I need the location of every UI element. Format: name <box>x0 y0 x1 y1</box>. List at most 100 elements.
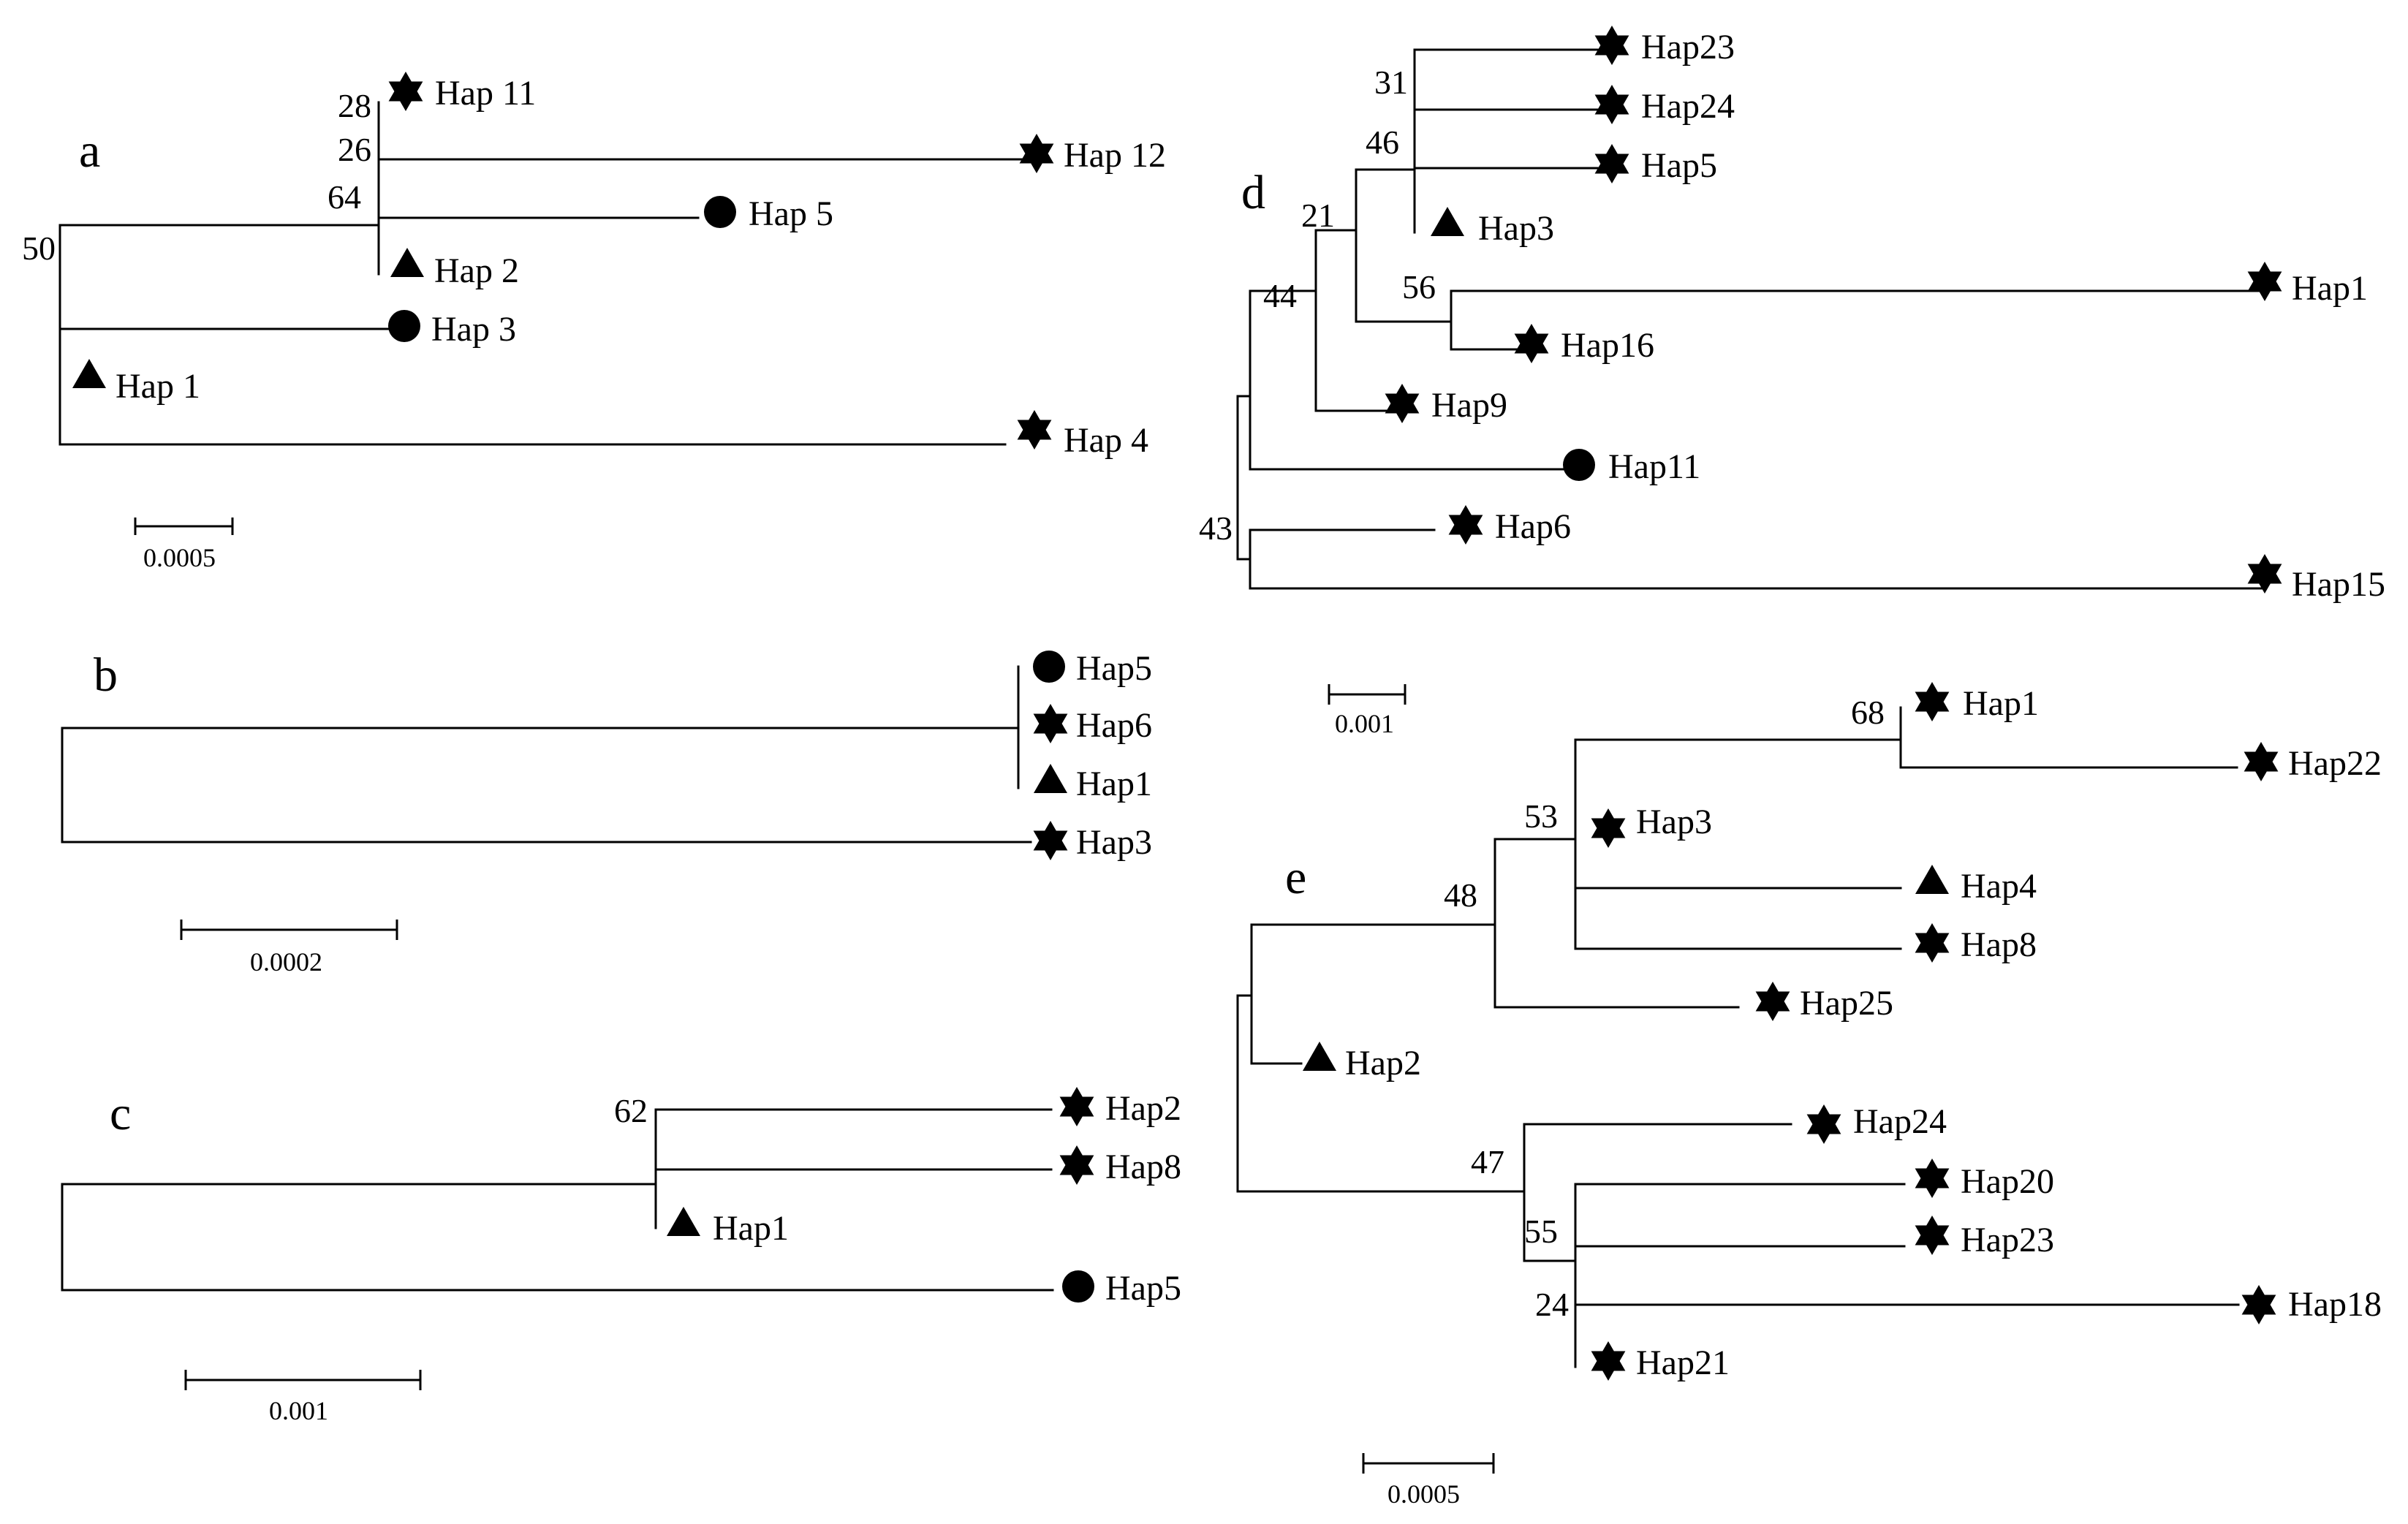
scale-bar-d: 0.001 <box>1328 684 1406 738</box>
circle-icon <box>704 196 736 228</box>
leaf-label: Hap25 <box>1800 984 1893 1023</box>
star-icon <box>1806 1104 1841 1144</box>
star-icon <box>1017 410 1052 450</box>
leaf-label: Hap23 <box>1641 28 1735 67</box>
star-icon <box>2241 1285 2276 1324</box>
leaf-label: Hap1 <box>713 1209 789 1248</box>
support-values-e: 68 53 48 47 55 24 <box>1444 694 1885 1323</box>
leaf-a-4: Hap 2 <box>390 248 519 290</box>
support-values-d: 31 46 21 56 44 43 <box>1199 64 1436 547</box>
star-icon <box>1019 134 1054 173</box>
circle-icon <box>1062 1270 1094 1303</box>
star-icon <box>2247 262 2282 301</box>
tree-branches-b <box>61 665 1032 843</box>
support-value: 55 <box>1524 1213 1558 1250</box>
leaf-b-2: Hap6 <box>1033 704 1152 745</box>
leaf-b-1: Hap5 <box>1033 649 1152 688</box>
support-value: 26 <box>338 131 371 168</box>
leaf-label: Hap22 <box>2288 744 2382 783</box>
leaf-e-9: Hap20 <box>1915 1159 2054 1201</box>
leaf-label: Hap 11 <box>435 74 536 113</box>
leaf-a-3: Hap 5 <box>704 194 833 233</box>
support-value: 53 <box>1524 797 1558 835</box>
star-icon <box>1755 982 1790 1021</box>
star-icon <box>1059 1087 1094 1126</box>
leaf-e-4: Hap4 <box>1915 865 2037 906</box>
leaf-label: Hap3 <box>1076 823 1152 862</box>
leaf-b-3: Hap1 <box>1034 764 1152 803</box>
leaf-e-10: Hap23 <box>1915 1216 2054 1259</box>
star-icon <box>1915 682 1950 721</box>
support-values-a: 28 26 64 50 <box>22 87 371 267</box>
leaf-label: Hap6 <box>1495 507 1571 546</box>
star-icon <box>1591 1341 1626 1381</box>
panel-letter-b: b <box>94 648 118 702</box>
leaf-label: Hap18 <box>2288 1285 2382 1324</box>
leaf-a-7: Hap 4 <box>1017 410 1148 460</box>
star-icon <box>1915 923 1950 963</box>
leaf-c-2: Hap8 <box>1059 1145 1181 1186</box>
panel-letter-e: e <box>1285 851 1306 904</box>
leaf-label: Hap2 <box>1105 1089 1181 1128</box>
leaf-label: Hap 2 <box>434 251 519 290</box>
triangle-icon <box>1915 865 1949 894</box>
leaf-label: Hap 1 <box>116 367 200 406</box>
star-icon <box>2244 742 2279 781</box>
leaf-e-8: Hap24 <box>1806 1102 1947 1144</box>
triangle-icon <box>72 359 106 388</box>
support-value: 50 <box>22 230 56 267</box>
leaf-label: Hap24 <box>1641 87 1735 126</box>
leaf-d-3: Hap5 <box>1594 144 1717 185</box>
leaf-a-1: Hap 11 <box>388 72 536 113</box>
leaf-label: Hap20 <box>1961 1162 2054 1201</box>
leaf-d-2: Hap24 <box>1594 85 1735 126</box>
leaf-label: Hap8 <box>1105 1148 1181 1186</box>
circle-icon <box>388 310 420 342</box>
leaf-label: Hap15 <box>2292 565 2385 604</box>
leaf-label: Hap8 <box>1961 925 2037 964</box>
triangle-icon <box>390 248 424 277</box>
tree-branches-a <box>58 101 1029 446</box>
leaf-label: Hap11 <box>1608 447 1700 486</box>
leaf-a-5: Hap 3 <box>388 310 516 349</box>
leaf-d-9: Hap6 <box>1448 505 1571 546</box>
tree-branches-e <box>1236 706 2240 1368</box>
scale-label: 0.0005 <box>143 543 216 572</box>
support-value: 47 <box>1471 1143 1504 1180</box>
star-icon <box>1591 808 1626 848</box>
support-value: 24 <box>1535 1286 1569 1323</box>
triangle-icon <box>667 1207 700 1236</box>
leaf-d-4: Hap3 <box>1431 207 1554 248</box>
leaf-c-4: Hap5 <box>1062 1269 1181 1308</box>
leaf-d-5: Hap1 <box>2247 262 2368 308</box>
support-value: 68 <box>1851 694 1885 731</box>
support-value: 64 <box>327 178 361 216</box>
leaf-label: Hap3 <box>1636 803 1712 841</box>
leaf-e-3: Hap3 <box>1591 803 1712 848</box>
support-value: 21 <box>1301 197 1335 234</box>
leaf-b-4: Hap3 <box>1033 821 1152 862</box>
scale-bar-b: 0.0002 <box>180 920 398 977</box>
leaf-e-1: Hap1 <box>1915 682 2039 723</box>
leaf-label: Hap 3 <box>431 310 516 349</box>
leaf-label: Hap9 <box>1431 386 1507 425</box>
leaf-label: Hap21 <box>1636 1343 1730 1382</box>
leaf-label: Hap2 <box>1345 1044 1421 1083</box>
tree-branches-c <box>61 1108 1054 1292</box>
leaf-e-7: Hap2 <box>1303 1042 1421 1083</box>
support-value: 56 <box>1402 268 1436 306</box>
circle-icon <box>1563 449 1595 481</box>
support-value: 46 <box>1366 124 1399 161</box>
star-icon <box>1915 1216 1950 1255</box>
triangle-icon <box>1431 207 1464 236</box>
scale-label: 0.0002 <box>250 947 322 977</box>
leaf-label: Hap16 <box>1561 326 1654 365</box>
tree-panel-c: c 62 Hap2 Hap8 Hap1 Hap5 <box>61 1087 1181 1425</box>
support-value: 43 <box>1199 509 1233 547</box>
panel-letter-d: d <box>1241 166 1265 219</box>
star-icon <box>1594 85 1629 124</box>
leaf-label: Hap 5 <box>749 194 833 233</box>
star-icon <box>1033 821 1068 860</box>
tree-panel-e: e 68 53 48 <box>1236 682 2382 1509</box>
